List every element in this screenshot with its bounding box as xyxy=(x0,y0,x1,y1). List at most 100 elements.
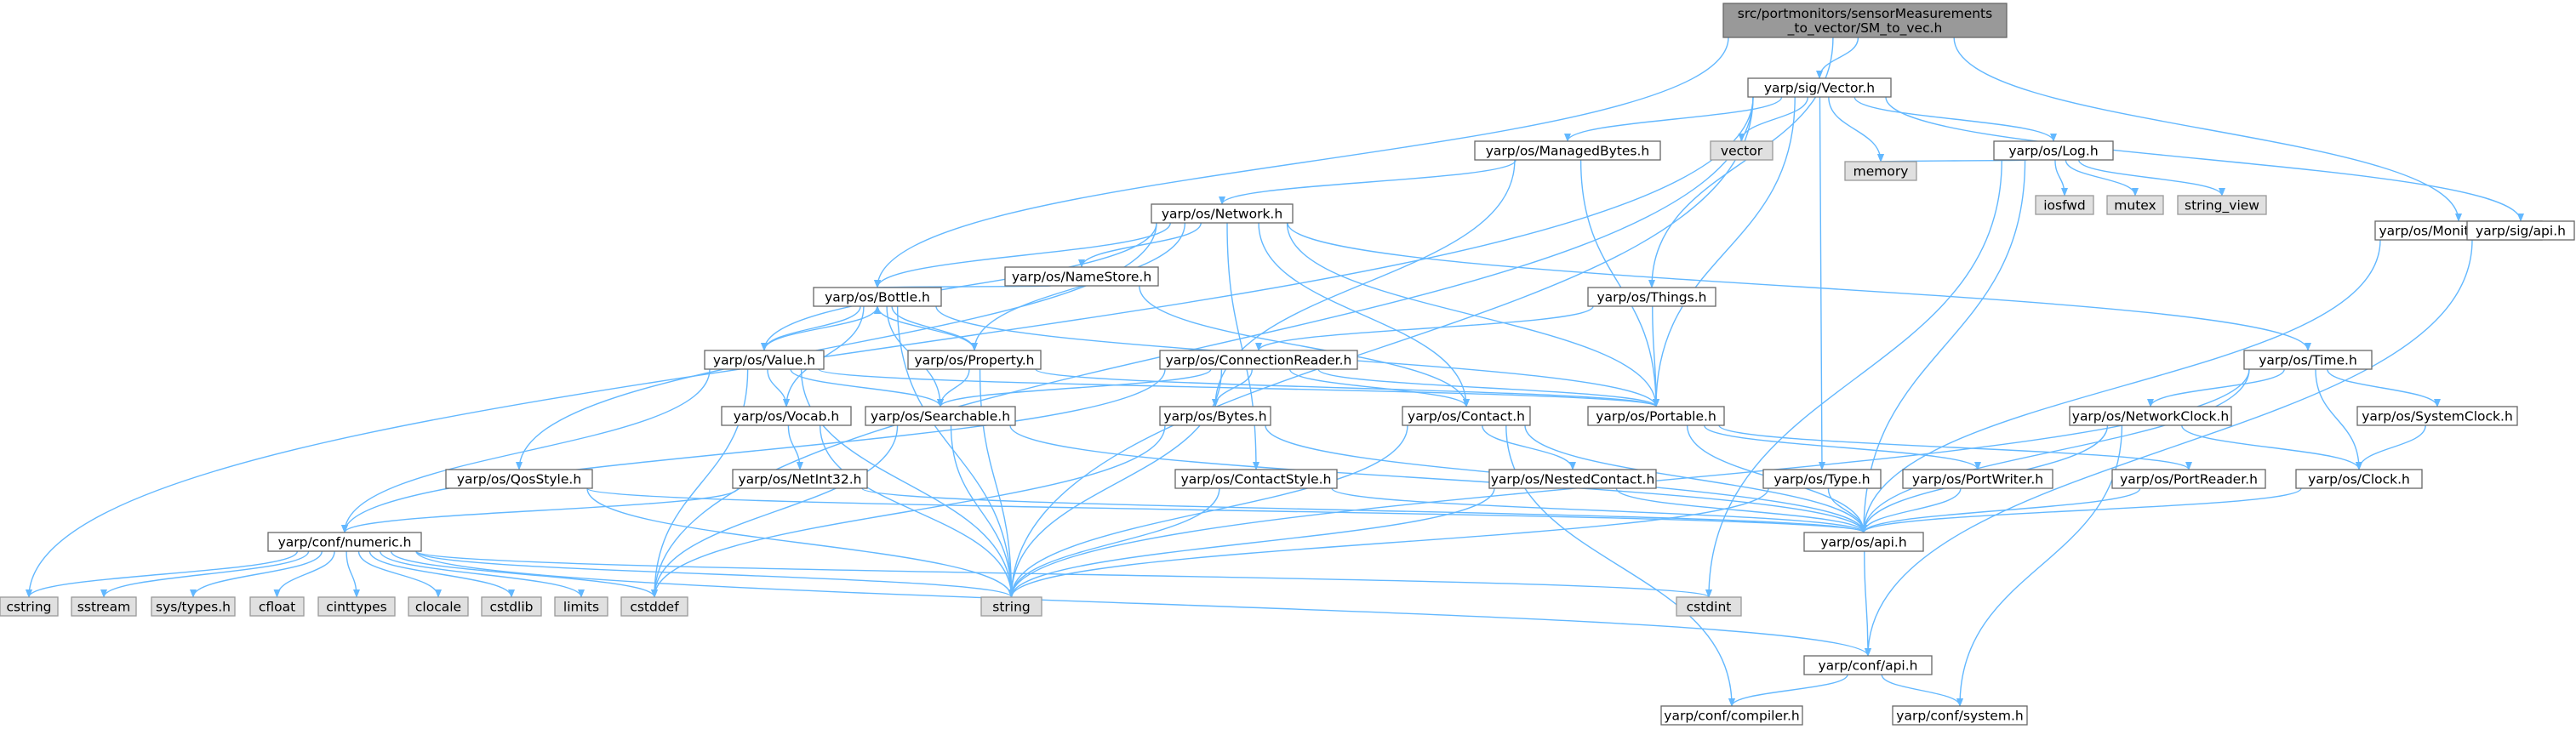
node-box xyxy=(1004,266,1159,287)
node-label: mutex xyxy=(2114,198,2156,214)
edge-line xyxy=(1008,424,1408,598)
node-label: yarp/os/PortWriter.h xyxy=(1912,472,2043,487)
edge-line xyxy=(1524,424,1867,533)
edge-log-to-mutex xyxy=(2065,159,2139,196)
edge-contact-to-compiler xyxy=(1505,424,1735,707)
node-things[interactable]: yarp/os/Things.h xyxy=(1587,287,1716,307)
node-label: yarp/os/Bottle.h xyxy=(825,290,930,305)
node-clock[interactable]: yarp/os/Clock.h xyxy=(2295,469,2423,489)
node-connectionreader[interactable]: yarp/os/ConnectionReader.h xyxy=(1159,350,1358,370)
node-box xyxy=(249,596,305,617)
edge-line xyxy=(380,550,585,598)
edge-line xyxy=(1860,239,2381,533)
node-box xyxy=(445,469,593,489)
node-vocab[interactable]: yarp/os/Vocab.h xyxy=(721,406,852,426)
edge-clock-to-osapi xyxy=(1860,487,2302,533)
edge-network-to-contactstyle xyxy=(1226,222,1259,470)
edge-systemclock-to-clock xyxy=(2356,424,2426,470)
node-compiler[interactable]: yarp/conf/compiler.h xyxy=(1660,705,1803,726)
node-box xyxy=(1993,140,2114,161)
node-value[interactable]: yarp/os/Value.h xyxy=(704,350,825,370)
edge-bytes-to-cstddef xyxy=(651,424,1166,598)
edge-line xyxy=(874,305,975,351)
edge-line xyxy=(1212,368,1254,407)
node-box xyxy=(1474,140,1661,161)
node-box xyxy=(1722,3,2008,38)
node-box xyxy=(2035,195,2094,215)
edge-line xyxy=(2315,368,2362,470)
edge-line xyxy=(1816,37,1859,79)
edge-line xyxy=(415,550,1712,598)
edge-line xyxy=(26,96,1754,598)
node-portwriter[interactable]: yarp/os/PortWriter.h xyxy=(1902,469,2053,489)
edge-numeric-to-cinttypes xyxy=(346,550,360,598)
edge-line xyxy=(2147,368,2285,407)
node-bytes[interactable]: yarp/os/Bytes.h xyxy=(1159,406,1271,426)
edge-value-to-portable xyxy=(818,368,1659,407)
node-systemclock[interactable]: yarp/os/SystemClock.h xyxy=(2356,406,2518,426)
edge-searchable-to-cstddef xyxy=(651,424,899,598)
node-contact[interactable]: yarp/os/Contact.h xyxy=(1402,406,1531,426)
edge-network-to-portable xyxy=(1286,222,1659,407)
node-sigapi[interactable]: yarp/sig/api.h xyxy=(2466,220,2575,241)
node-portable[interactable]: yarp/os/Portable.h xyxy=(1587,406,1725,426)
node-nestedcontact[interactable]: yarp/os/NestedContact.h xyxy=(1488,469,1657,489)
node-label: cinttypes xyxy=(326,600,386,615)
node-namestore[interactable]: yarp/os/NameStore.h xyxy=(1004,266,1159,287)
node-mutex: mutex xyxy=(2106,195,2164,215)
edge-value-to-numeric xyxy=(341,368,711,533)
node-portreader[interactable]: yarp/os/PortReader.h xyxy=(2111,469,2266,489)
node-network[interactable]: yarp/os/Network.h xyxy=(1151,203,1294,224)
node-label: yarp/os/Clock.h xyxy=(2308,472,2410,487)
node-log[interactable]: yarp/os/Log.h xyxy=(1993,140,2114,161)
node-vector-h[interactable]: yarp/sig/Vector.h xyxy=(1747,77,1892,98)
node-label: cstring xyxy=(6,600,51,615)
edge-log-to-string-view xyxy=(2078,159,2225,196)
node-bottle[interactable]: yarp/os/Bottle.h xyxy=(813,287,942,307)
node-time[interactable]: yarp/os/Time.h xyxy=(2243,350,2373,370)
node-type[interactable]: yarp/os/Type.h xyxy=(1762,469,1882,489)
node-root[interactable]: src/portmonitors/sensorMeasurements_to_v… xyxy=(1722,3,2008,38)
edge-time-to-clock xyxy=(2315,368,2362,470)
edge-value-to-searchable xyxy=(790,368,944,407)
edge-managedbytes-to-portable xyxy=(1579,159,1659,407)
edge-portable-to-portreader xyxy=(1718,424,2192,470)
node-box xyxy=(2356,406,2518,426)
edge-numeric-to-confapi xyxy=(415,550,1871,657)
edge-vector-h-to-type xyxy=(1818,96,1825,470)
header-nodes: src/portmonitors/sensorMeasurements_to_v… xyxy=(0,3,2575,726)
node-managedbytes[interactable]: yarp/os/ManagedBytes.h xyxy=(1474,140,1661,161)
edge-line xyxy=(1226,222,1259,470)
node-numeric[interactable]: yarp/conf/numeric.h xyxy=(267,532,422,552)
node-label: yarp/conf/system.h xyxy=(1896,709,2023,724)
edge-line xyxy=(937,368,970,407)
edge-line xyxy=(787,424,803,470)
edge-numeric-to-cstdlib xyxy=(368,550,515,598)
edge-numeric-to-cstring xyxy=(26,550,299,598)
edge-line xyxy=(1078,222,1202,268)
node-qosstyle[interactable]: yarp/os/QosStyle.h xyxy=(445,469,593,489)
node-label: vector xyxy=(1721,144,1763,159)
node-string-view: string_view xyxy=(2177,195,2267,215)
node-osapi[interactable]: yarp/os/api.h xyxy=(1803,532,1924,552)
edge-network-to-contact xyxy=(1258,222,1470,407)
node-netint32[interactable]: yarp/os/NetInt32.h xyxy=(732,469,868,489)
node-confapi[interactable]: yarp/conf/api.h xyxy=(1803,655,1933,675)
node-string: string xyxy=(980,596,1042,617)
edge-vocab-to-string xyxy=(819,424,1015,598)
edge-confapi-to-system xyxy=(1881,674,1963,707)
node-system[interactable]: yarp/conf/system.h xyxy=(1892,705,2028,726)
edge-monitorobject-to-osapi xyxy=(1860,239,2381,533)
node-searchable[interactable]: yarp/os/Searchable.h xyxy=(865,406,1016,426)
node-box xyxy=(1488,469,1657,489)
node-property[interactable]: yarp/os/Property.h xyxy=(907,350,1042,370)
node-networkclock[interactable]: yarp/os/NetworkClock.h xyxy=(2069,406,2232,426)
edge-vector-h-to-cstddef xyxy=(651,96,1754,598)
edge-line xyxy=(1704,424,1981,470)
node-contactstyle[interactable]: yarp/os/ContactStyle.h xyxy=(1174,469,1338,489)
node-box xyxy=(1710,140,1773,161)
node-box xyxy=(1660,705,1803,726)
edge-line xyxy=(1860,487,1962,533)
edge-things-to-portable xyxy=(1652,305,1659,407)
node-box xyxy=(1159,406,1271,426)
